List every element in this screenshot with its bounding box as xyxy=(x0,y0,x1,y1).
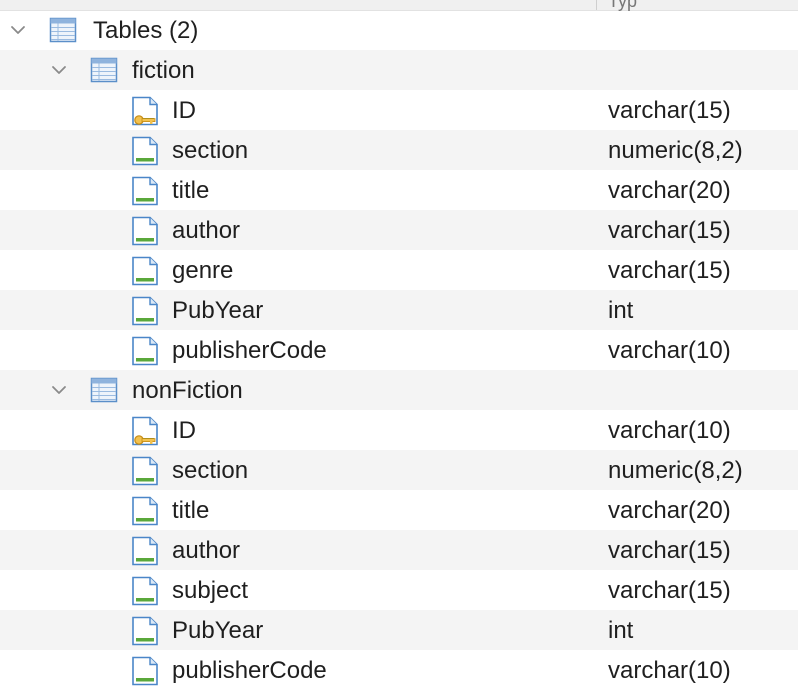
column-icon xyxy=(132,456,158,486)
column-name: title xyxy=(172,497,210,524)
column-icon xyxy=(132,496,158,526)
tree-node-tables[interactable]: Tables (2) xyxy=(0,10,798,50)
column-icon xyxy=(132,136,158,166)
column-type: varchar(20) xyxy=(608,177,731,204)
tables-group-label: Tables (2) xyxy=(93,17,199,44)
tree-node-column[interactable]: publisherCode varchar(10) xyxy=(0,330,798,370)
table-name: nonFiction xyxy=(132,377,243,404)
tree-node-column[interactable]: title varchar(20) xyxy=(0,490,798,530)
column-name: author xyxy=(172,537,241,564)
tree-node-column[interactable]: author varchar(15) xyxy=(0,210,798,250)
tree-node-column[interactable]: publisherCode varchar(10) xyxy=(0,650,798,690)
tree-node-column[interactable]: PubYear int xyxy=(0,290,798,330)
column-icon xyxy=(132,336,158,366)
column-type: varchar(10) xyxy=(608,417,731,444)
column-icon xyxy=(132,656,158,686)
column-name: ID xyxy=(172,417,196,444)
column-icon xyxy=(132,616,158,646)
column-type: int xyxy=(608,297,634,324)
table-icon xyxy=(49,17,77,43)
column-type: varchar(10) xyxy=(608,337,731,364)
column-icon xyxy=(132,176,158,206)
column-name: section xyxy=(172,137,249,164)
column-icon xyxy=(132,216,158,246)
column-icon xyxy=(132,256,158,286)
table-icon xyxy=(90,377,118,403)
column-header-bar: Typ xyxy=(0,0,798,11)
tree-node-column[interactable]: genre varchar(15) xyxy=(0,250,798,290)
tree-node-column[interactable]: section numeric(8,2) xyxy=(0,130,798,170)
column-type: int xyxy=(608,617,634,644)
chevron-down-icon[interactable] xyxy=(51,382,67,398)
column-type: varchar(20) xyxy=(608,497,731,524)
tree-node-table[interactable]: fiction xyxy=(0,50,798,90)
tree-node-table[interactable]: nonFiction xyxy=(0,370,798,410)
column-icon xyxy=(132,576,158,606)
tree-node-column[interactable]: subject varchar(15) xyxy=(0,570,798,610)
tree-node-column[interactable]: author varchar(15) xyxy=(0,530,798,570)
column-name: genre xyxy=(172,257,234,284)
primary-key-column-icon xyxy=(132,96,158,126)
tree-node-column[interactable]: title varchar(20) xyxy=(0,170,798,210)
column-type: varchar(15) xyxy=(608,577,731,604)
table-name: fiction xyxy=(132,57,195,84)
primary-key-column-icon xyxy=(132,416,158,446)
table-icon xyxy=(90,57,118,83)
chevron-down-icon[interactable] xyxy=(10,22,26,38)
column-type: varchar(15) xyxy=(608,257,731,284)
column-type: varchar(15) xyxy=(608,97,731,124)
column-type: numeric(8,2) xyxy=(608,457,743,484)
tree-node-column[interactable]: ID varchar(10) xyxy=(0,410,798,450)
header-divider[interactable] xyxy=(596,0,597,10)
column-type: varchar(15) xyxy=(608,217,731,244)
column-name: ID xyxy=(172,97,196,124)
column-type: varchar(10) xyxy=(608,657,731,684)
type-column-header[interactable]: Typ xyxy=(608,0,638,11)
column-type: varchar(15) xyxy=(608,537,731,564)
column-name: publisherCode xyxy=(172,657,327,684)
column-name: title xyxy=(172,177,210,204)
column-name: PubYear xyxy=(172,617,264,644)
column-icon xyxy=(132,536,158,566)
column-name: author xyxy=(172,217,241,244)
column-name: subject xyxy=(172,577,249,604)
chevron-down-icon[interactable] xyxy=(51,62,67,78)
column-name: PubYear xyxy=(172,297,264,324)
column-type: numeric(8,2) xyxy=(608,137,743,164)
column-name: publisherCode xyxy=(172,337,327,364)
column-name: section xyxy=(172,457,249,484)
tree-node-column[interactable]: PubYear int xyxy=(0,610,798,650)
tree-node-column[interactable]: ID varchar(15) xyxy=(0,90,798,130)
tree-node-column[interactable]: section numeric(8,2) xyxy=(0,450,798,490)
column-icon xyxy=(132,296,158,326)
